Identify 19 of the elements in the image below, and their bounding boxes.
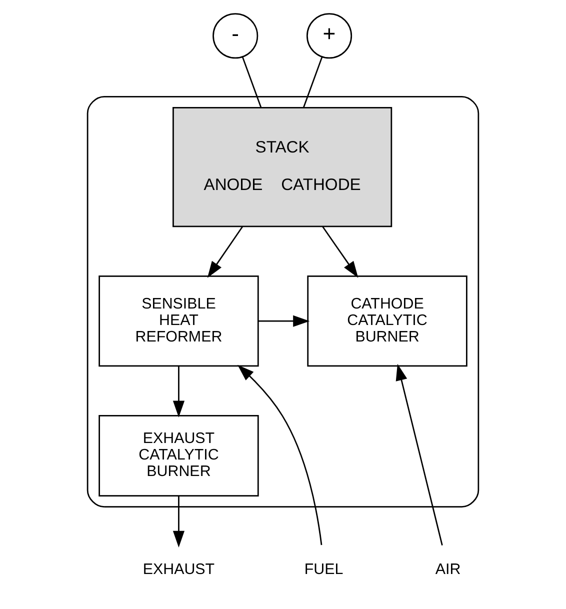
node-box: SENSIBLE HEAT REFORMER [98,276,259,367]
node-circle: - [212,13,258,59]
arrow [207,226,244,278]
arrow [258,315,310,327]
node-box: EXHAUST CATALYTIC BURNER [98,415,259,496]
node-text: AIR [435,561,461,578]
cluster [86,96,480,508]
node-circle: + [306,13,352,59]
node-text: FUEL [304,561,344,578]
node-box: STACK ANODE CATHODE [172,107,392,228]
arrow [238,364,322,546]
arrow [172,366,185,418]
arrow [322,226,358,278]
connector [242,57,262,108]
arrow [396,364,443,546]
node-text: EXHAUST [142,561,215,578]
node-box: CATHODE CATALYTIC BURNER [307,276,468,367]
arrow [172,496,185,548]
connector [302,57,323,108]
